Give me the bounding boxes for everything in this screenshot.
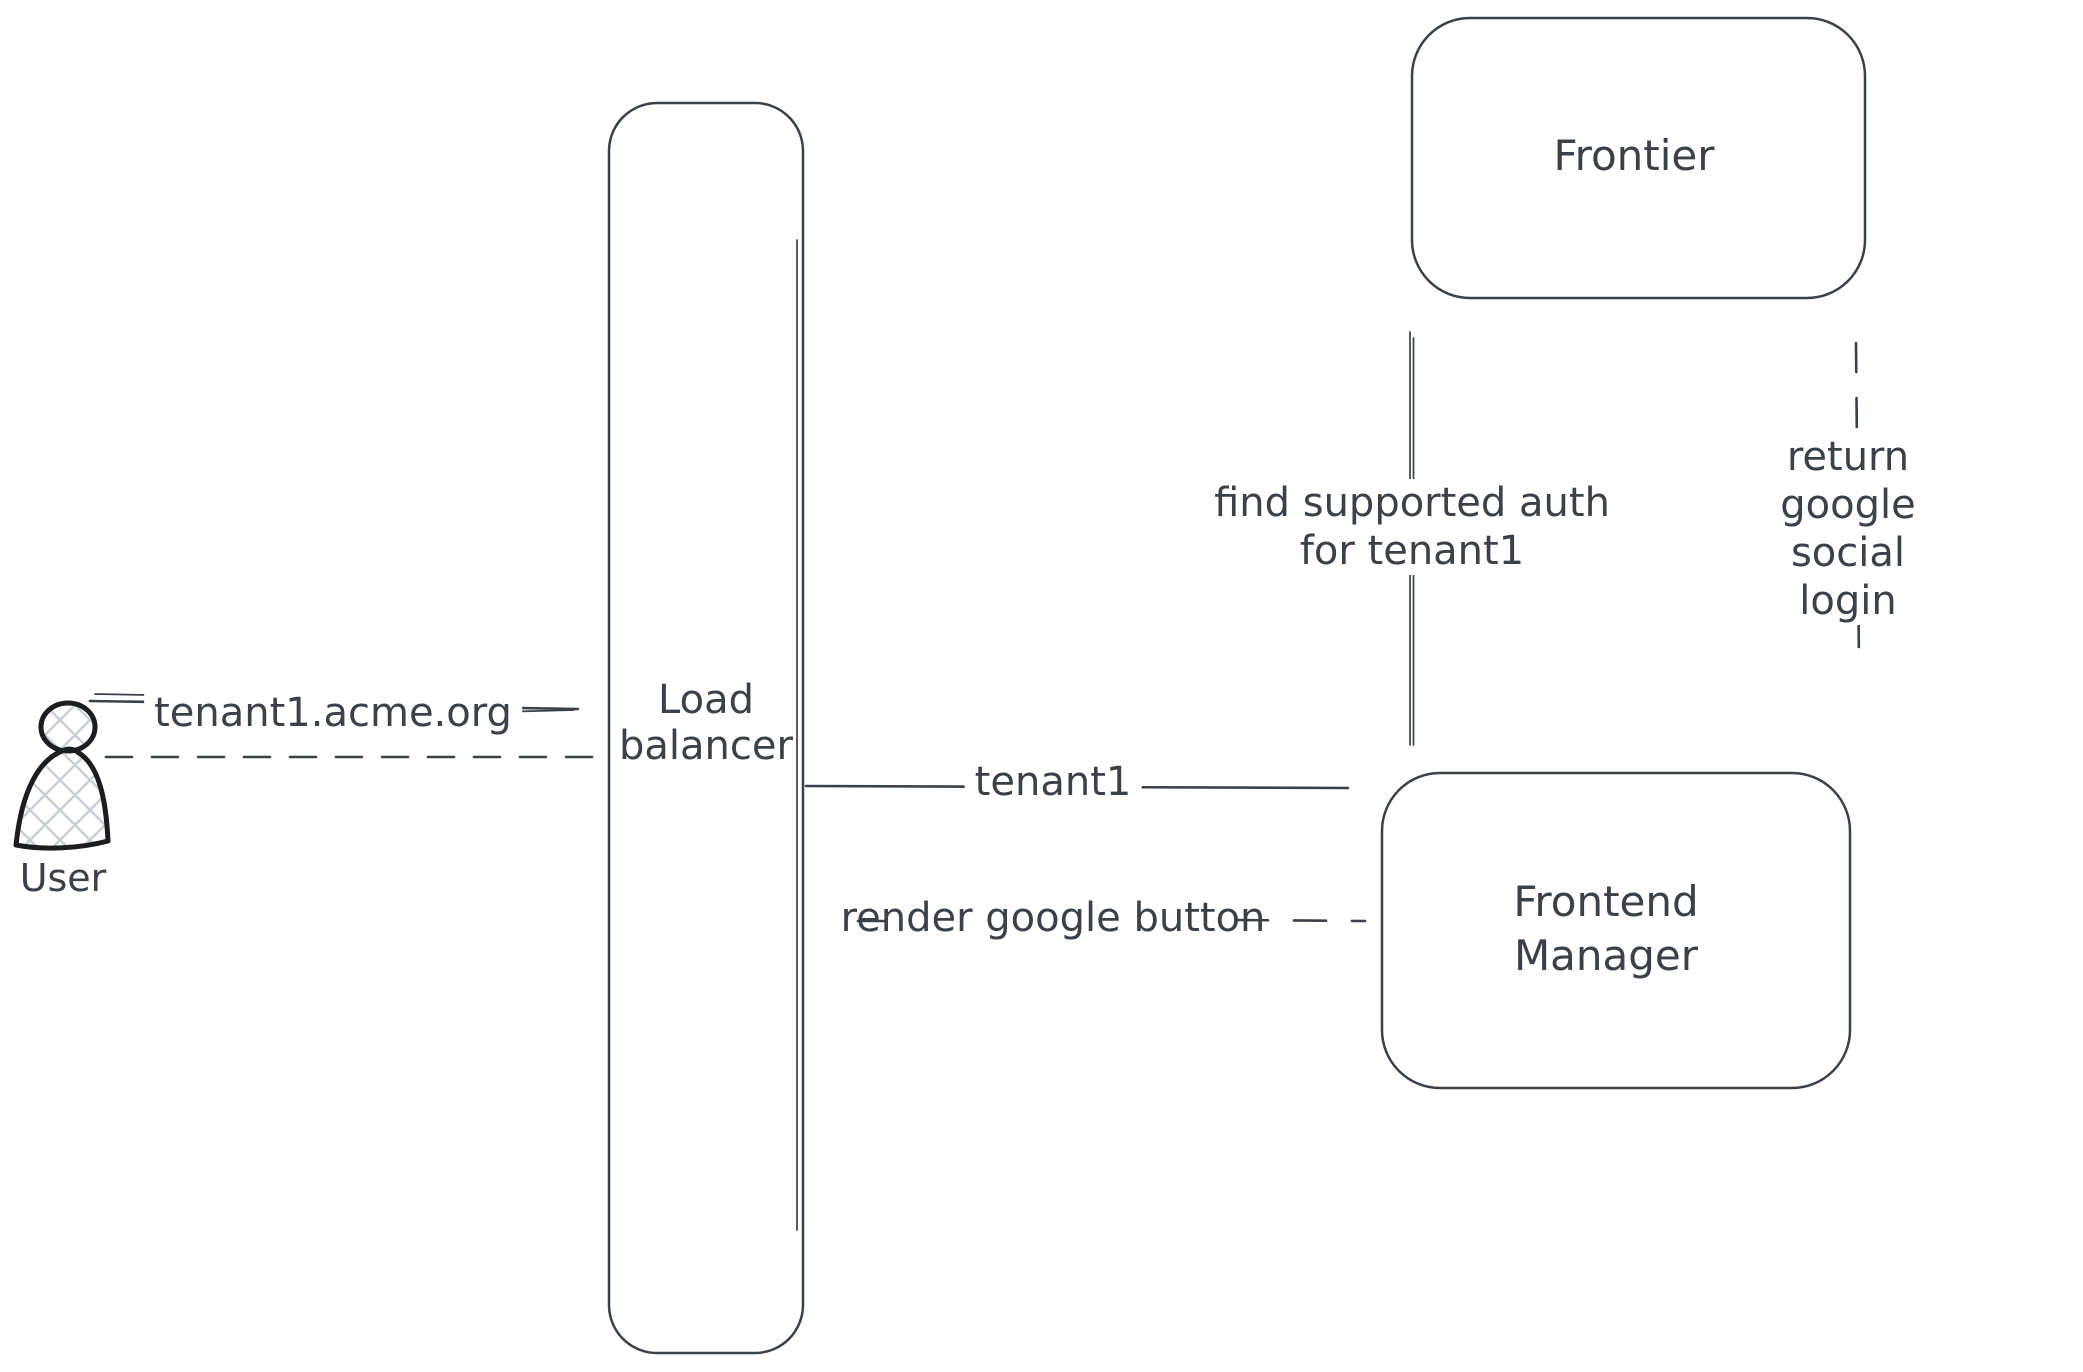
edge-label-return-google-social-login: return google social login: [1730, 433, 1966, 625]
edge-label-tenant1: tenant1: [964, 758, 1142, 806]
arrow-frontier-to-frontend-manager: [1854, 341, 1861, 668]
user-label: User: [19, 856, 107, 900]
edge-label-render-google-button: render google button: [840, 895, 1266, 941]
user-icon: [13, 700, 111, 851]
edge-label-find-supported-auth: find supported auth for tenant1: [1204, 479, 1620, 575]
frontend-manager-box: [1380, 771, 1852, 1090]
load-balancer-label: Load balancer: [619, 677, 793, 769]
frontier-label: Frontier: [1553, 131, 1715, 180]
frontend-manager-label: Frontend Manager: [1513, 877, 1699, 980]
arrow-frontend-manager-to-load-balancer: [856, 918, 1367, 923]
load-balancer-box: [607, 101, 805, 1355]
arrow-load-balancer-to-user: [102, 755, 594, 759]
frontier-box: [1410, 16, 1867, 300]
edge-label-tenant1-acme-org: tenant1.acme.org: [144, 689, 522, 737]
